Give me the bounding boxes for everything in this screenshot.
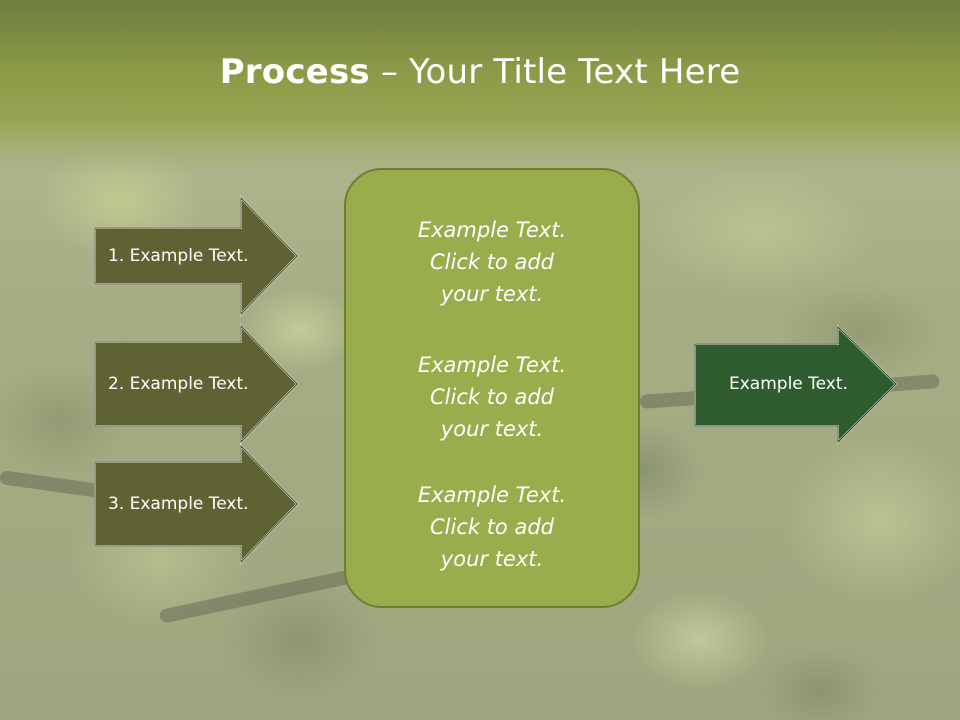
center-text-block-3: Example Text. Click to add your text. bbox=[346, 479, 638, 575]
step-arrow-3[interactable]: 3. Example Text. bbox=[94, 443, 300, 565]
center-text-block-2: Example Text. Click to add your text. bbox=[346, 349, 638, 445]
center-line: Click to add bbox=[429, 515, 554, 539]
result-arrow[interactable]: Example Text. bbox=[694, 324, 900, 445]
arrow-shape bbox=[94, 323, 299, 445]
vine-branch bbox=[158, 568, 358, 624]
step-label: 1. Example Text. bbox=[108, 246, 249, 266]
step-label: 2. Example Text. bbox=[108, 374, 249, 394]
center-text-box[interactable]: Example Text. Click to add your text. Ex… bbox=[344, 168, 640, 608]
result-label: Example Text. bbox=[729, 374, 848, 394]
center-line: Click to add bbox=[429, 385, 554, 409]
center-text-block-1: Example Text. Click to add your text. bbox=[346, 214, 638, 310]
title-bold: Process bbox=[219, 52, 370, 92]
center-line: your text. bbox=[440, 417, 544, 441]
center-line: Click to add bbox=[429, 250, 554, 274]
arrow-shape bbox=[694, 324, 898, 445]
center-line: Example Text. bbox=[417, 483, 567, 507]
step-arrow-1[interactable]: 1. Example Text. bbox=[94, 195, 300, 317]
title-band bbox=[0, 0, 960, 175]
center-line: your text. bbox=[440, 282, 544, 306]
slide-title[interactable]: Process – Your Title Text Here bbox=[0, 52, 960, 92]
arrow-shape bbox=[94, 443, 299, 565]
step-label: 3. Example Text. bbox=[108, 494, 249, 514]
arrow-shape bbox=[94, 195, 299, 317]
center-line: Example Text. bbox=[417, 218, 567, 242]
center-line: your text. bbox=[440, 547, 544, 571]
center-line: Example Text. bbox=[417, 353, 567, 377]
title-rest: – Your Title Text Here bbox=[369, 52, 741, 92]
step-arrow-2[interactable]: 2. Example Text. bbox=[94, 323, 300, 445]
